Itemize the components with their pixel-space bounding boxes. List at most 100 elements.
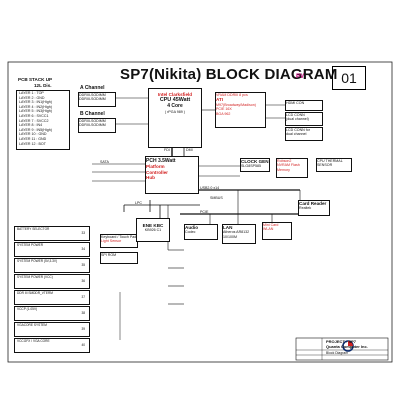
pch-line1: Platform <box>146 164 165 170</box>
vgacore-system-block: VGACORE SYSTEM 39 <box>14 322 90 337</box>
left-item-name: SYSTEM POWER <box>17 243 44 247</box>
lpc-bus-label: LPC <box>135 201 142 205</box>
system-power-block: SYSTEM POWER 34 <box>14 242 90 257</box>
pcb-layer-row: LAYER 12 : BOT <box>19 141 46 146</box>
left-item-name: VCCP (1.05V) <box>17 307 38 311</box>
left-item-name: VCCGFX / VGA CORE <box>17 339 50 343</box>
nvram-block: Robson2 NVRAM Flash Memory <box>276 158 308 178</box>
pcie-bus-label: PCIE <box>200 210 209 214</box>
pcb-stack-title: PCB STACK UP <box>18 77 53 82</box>
left-item-name: DDR III SMDDR_VTERM <box>17 291 53 295</box>
pch-block: PCH 3.5Watt Platform Controller Hub <box>145 156 199 194</box>
card-reader-label: Card Reader <box>299 201 327 206</box>
vga-brand: ATI <box>216 97 224 103</box>
pch-line3: Hub <box>146 175 155 181</box>
pcb-layer-row: LAYER 4 : IN2(High) <box>19 104 52 109</box>
crt-sub: dual channel <box>286 132 307 137</box>
pcb-layer-row: LAYER 3 : IN1(High) <box>19 100 52 105</box>
a-channel-line2: DDRIII-SODIMM <box>79 97 106 102</box>
clock-gen-label: CLOCK GEN <box>241 159 269 164</box>
system-power-vcc-block: SYSTEM POWER (VCC) 36 <box>14 274 90 289</box>
system-power-5v-block: SYSTEM POWER (5V,3.3V) 35 <box>14 258 90 273</box>
revision-label: PV <box>296 74 305 80</box>
vga-block: VRAM DDRIII 8 pcs ATI M97(Broadway/Madis… <box>215 92 266 128</box>
audio-label: Audio <box>185 225 199 230</box>
pcb-layer-row: LAYER 9 : IN5(High) <box>19 127 52 132</box>
cpu-socket: ( rPGA 989 ) <box>165 109 185 114</box>
hdmi-label: HDMI CON <box>286 101 305 105</box>
spi-rom-block: SPI ROM <box>100 252 138 264</box>
card-reader-block: Card Reader Realtek <box>298 200 330 216</box>
vga-chip: M97(Broadway/Madison) <box>216 102 256 107</box>
pch-line2: Controller <box>146 169 168 175</box>
left-item-name: VGACORE SYSTEM <box>17 323 47 327</box>
ec-part: KB926 C1 <box>144 228 162 233</box>
pcb-layer-row: LAYER 11 : GND <box>19 136 47 141</box>
footer-project: PROJECT : SP7 <box>326 339 357 344</box>
page-number: 01 <box>332 66 366 90</box>
dmi-bus-label: DMI <box>186 148 193 152</box>
left-item-page: 35 <box>81 263 85 267</box>
left-item-page: 39 <box>81 327 85 331</box>
lan-block: LAN Atheros AR8132 10/100M <box>222 224 256 244</box>
left-item-page: 40 <box>81 343 85 347</box>
nvram-line2: NVRAM Flash <box>277 163 300 168</box>
ec-block: ENE KBC KB926 C1 <box>136 218 170 242</box>
pch-name: PCH 3.5Watt <box>146 158 176 164</box>
pcb-stack-subtitle: 12L Dis. <box>34 83 52 88</box>
footer-company: Quanta Computer Inc. <box>326 344 368 349</box>
pcb-layer-row: LAYER 7 : SVCC2 <box>19 118 49 123</box>
smbus-label: SMBUS <box>210 196 223 200</box>
lcd-block: LCD CONN (dual channel) <box>285 112 323 126</box>
a-channel-line1: DDRIII-SODIMM <box>79 93 106 97</box>
audio-sub: Codec <box>185 230 196 235</box>
left-item-page: 38 <box>81 311 85 315</box>
cpu-brand: Intel Clarksfield <box>157 92 193 97</box>
quanta-logo-icon <box>342 340 354 352</box>
nvram-line1: Robson2 <box>277 159 292 163</box>
nvram-line3: Memory <box>277 167 290 172</box>
clock-gen-part: SLG8SP585 <box>241 164 261 169</box>
vga-vram: VRAM DDRIII 8 pcs <box>216 93 248 97</box>
light-sensor-label: Light Sensor <box>101 239 122 244</box>
left-item-name: SYSTEM POWER (5V,3.3V) <box>17 259 58 263</box>
lan-chip: Atheros AR8132 <box>223 230 250 235</box>
cpu-thermal-line1: CPU THERMAL <box>317 159 343 163</box>
lcd-sub: (dual channel) <box>286 117 309 122</box>
a-channel-block: DDRIII-SODIMM DDRIII-SODIMM <box>78 92 116 107</box>
wlan-block: Mini Card WLAN <box>262 222 292 240</box>
diagram-title: SP7(Nikita) BLOCK DIAGRAM <box>120 66 338 83</box>
cpu-block: Intel Clarksfield CPU 45Watt 4 Core ( rP… <box>148 88 202 148</box>
pcb-layer-row: LAYER 6 : SVCC1 <box>19 113 49 118</box>
pcb-layer-row: LAYER 10 : GND <box>19 132 47 137</box>
lan-speed: 10/100M <box>223 234 237 239</box>
keyboard-block: Keyboard / Touch Pad Light Sensor <box>100 234 138 248</box>
ddr-vterm-block: DDR III SMDDR_VTERM 37 <box>14 290 90 305</box>
battery-selector-block: BATTERY SELECTOR 33 <box>14 226 90 241</box>
footer-doc: Block Diagram <box>326 351 349 355</box>
vccgfx-block: VCCGFX / VGA CORE 40 <box>14 338 90 353</box>
fdi-bus-label: FDI <box>164 148 170 152</box>
b-channel-label: B Channel <box>80 111 105 117</box>
pcb-layer-row: LAYER 2 : GND <box>19 95 45 100</box>
usb-bus-label: USB2.0 x14 <box>200 186 220 190</box>
audio-block: Audio Codec <box>184 224 218 240</box>
a-channel-label: A Channel <box>80 85 105 91</box>
wlan-sub: WLAN <box>263 227 274 232</box>
card-reader-sub: Realtek <box>299 206 312 211</box>
left-item-name: BATTERY SELECTOR <box>17 227 50 231</box>
spi-rom-label: SPI ROM <box>101 253 117 257</box>
clock-gen-block: CLOCK GEN SLG8SP585 <box>240 158 270 172</box>
cpu-cores: 4 Core <box>167 103 183 110</box>
left-item-page: 37 <box>81 295 85 299</box>
cpu-power: CPU 45Watt <box>159 97 191 104</box>
ec-label: ENE KBC <box>142 223 164 228</box>
b-channel-line2: DDRIII-SODIMM <box>79 123 106 128</box>
b-channel-block: DDRIII-SODIMM DDRIII-SODIMM <box>78 118 116 133</box>
pcb-stack-table: LAYER 1 : TOP LAYER 2 : GND LAYER 3 : IN… <box>16 90 70 150</box>
vga-bus: PCIE 16X <box>216 107 232 112</box>
lcd-label: LCD CONN <box>286 113 305 117</box>
vga-package: BGA 962 <box>216 111 231 116</box>
left-item-page: 33 <box>81 231 85 235</box>
